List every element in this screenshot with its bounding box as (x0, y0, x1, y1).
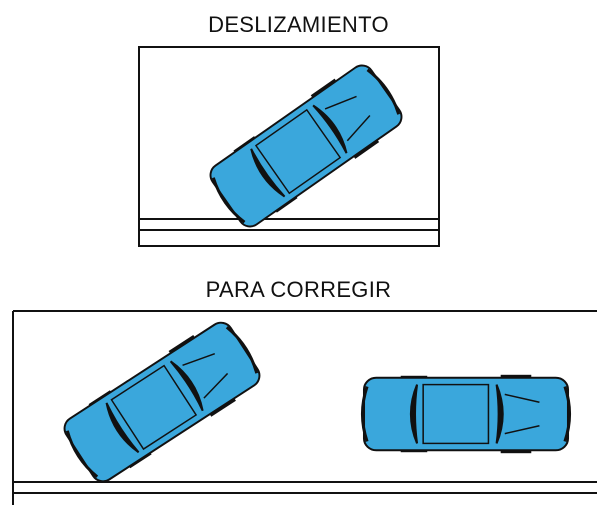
skid-title: DESLIZAMIENTO (208, 12, 389, 37)
straight-car (360, 373, 572, 455)
skid-panel (138, 46, 440, 247)
correcting-car (55, 313, 269, 491)
correct-panel (12, 310, 597, 505)
correct-title: PARA CORREGIR (205, 277, 392, 302)
